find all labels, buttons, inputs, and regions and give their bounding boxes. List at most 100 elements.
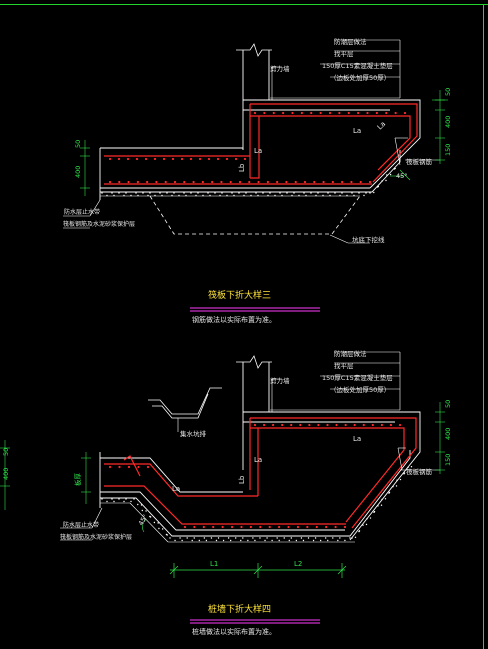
rebar-dot — [189, 157, 193, 161]
label-la-right-lower: La — [353, 435, 361, 443]
label-angle: 45° — [396, 172, 408, 180]
hatch-dot — [240, 539, 242, 542]
hatch-dot — [290, 537, 293, 539]
hatch-dot — [161, 528, 164, 530]
rebar-dot — [368, 180, 372, 184]
hatch-dot — [341, 192, 343, 194]
rebar-dots-lower — [108, 423, 402, 529]
hatch-dot — [106, 194, 108, 197]
hatch-dot — [394, 167, 396, 170]
rebar-dot — [313, 180, 316, 184]
hatch-dot — [123, 194, 125, 197]
hatch-dot — [215, 539, 218, 542]
hatch-dot — [339, 537, 341, 539]
label-stack-2: 找平层 — [334, 49, 354, 58]
hatch-dot — [166, 192, 168, 194]
hatch-dot — [191, 539, 193, 542]
hatch-dot — [233, 194, 235, 197]
hatch-dot — [300, 537, 303, 539]
hatch-dot — [344, 539, 346, 542]
hatch-dot — [395, 485, 398, 487]
hatch-dot — [137, 503, 139, 506]
rebar-dot — [146, 465, 150, 469]
rebar-dot — [359, 180, 362, 184]
rebar-dot — [193, 525, 196, 529]
hatch-dot — [271, 539, 273, 542]
hatch-dot — [257, 194, 259, 197]
hatch-dot — [193, 537, 195, 539]
hatch-dot — [303, 192, 305, 194]
hatch-dot — [332, 537, 334, 539]
rebar-dot — [322, 180, 325, 184]
dim-right-top-lower: 50 — [444, 400, 452, 408]
hatch-dot — [183, 192, 185, 194]
hatch-dot — [250, 194, 252, 197]
hatch-dot — [161, 194, 163, 197]
hatch-dot — [373, 191, 375, 194]
hatch-dot — [125, 192, 127, 194]
rebar-dot — [334, 525, 337, 529]
hatch-dot — [133, 498, 135, 500]
hatch-dot — [276, 537, 278, 539]
label-la-mid: La — [254, 147, 262, 155]
break-line-lower — [236, 355, 272, 369]
label-la-mid-lower: La — [254, 456, 262, 464]
label-lb: Lb — [238, 163, 246, 172]
hatch-dot — [205, 539, 208, 542]
hatch-dot — [410, 466, 413, 468]
hatch-dot — [307, 537, 310, 539]
hatch-dot — [137, 194, 139, 197]
label-stack-1: 防潮层做法 — [334, 37, 367, 46]
hatch-dot — [106, 500, 108, 503]
rebar-dot — [272, 111, 275, 115]
label-la-lower: La — [172, 485, 180, 493]
hatch-dot — [351, 192, 353, 194]
label-la-diag: La — [376, 120, 387, 131]
rebar-dot — [343, 525, 347, 529]
rebar-dot — [221, 525, 224, 529]
label-waterproof-1: 防水层止水带 — [64, 208, 100, 216]
rebar-dot — [118, 465, 121, 469]
rebar-dot — [375, 111, 378, 115]
rebar-dot — [281, 423, 284, 427]
hatch-dot — [111, 192, 113, 194]
rebar-dots — [108, 111, 407, 184]
label-stack-lower-1: 防潮层做法 — [334, 349, 367, 358]
hatch-dot — [185, 194, 187, 197]
hatch-dot — [186, 537, 188, 539]
dim-left-top: 50 — [74, 140, 82, 148]
rebar-dot — [127, 465, 131, 469]
rebar-dot — [225, 157, 229, 161]
hatch-dot — [381, 498, 383, 501]
hatch-dot — [221, 192, 223, 194]
rebar-dot — [268, 525, 271, 529]
rebar-dot — [266, 180, 269, 184]
hatch-dot — [197, 192, 199, 194]
rebar-dot — [249, 525, 252, 529]
excavation-line — [149, 195, 361, 235]
rebar-dot — [117, 157, 121, 161]
rebar-dot — [290, 423, 293, 427]
rebar-dot — [325, 525, 328, 529]
detail-upper: 剪力墙 防潮层做法 找平层 150厚C15素混凝土垫层 （边板处加厚50厚） L… — [63, 37, 452, 324]
hatch-dot — [396, 479, 398, 481]
rebar-dot — [144, 157, 148, 161]
hatch-dot — [157, 522, 159, 524]
rebar-dot — [362, 423, 365, 427]
rebar-dot — [276, 180, 279, 184]
hatch-dot — [363, 194, 365, 197]
rebar-dot — [291, 111, 294, 115]
rebar-dot — [216, 157, 220, 161]
rebar-dot — [357, 111, 360, 115]
rebar-dot — [344, 423, 347, 427]
rebar-dot — [303, 180, 307, 184]
rebar-dot — [272, 423, 275, 427]
label-foundation: 坑底下挖线 — [352, 235, 385, 244]
hatch-dot — [140, 504, 143, 506]
label-stack-4: （边板处加厚50厚） — [330, 73, 390, 82]
hatch-dot — [159, 192, 161, 194]
hatch-dot — [255, 192, 257, 194]
label-rebar-right: 筏板钢筋 — [406, 157, 433, 166]
rebar-dot — [234, 157, 238, 161]
